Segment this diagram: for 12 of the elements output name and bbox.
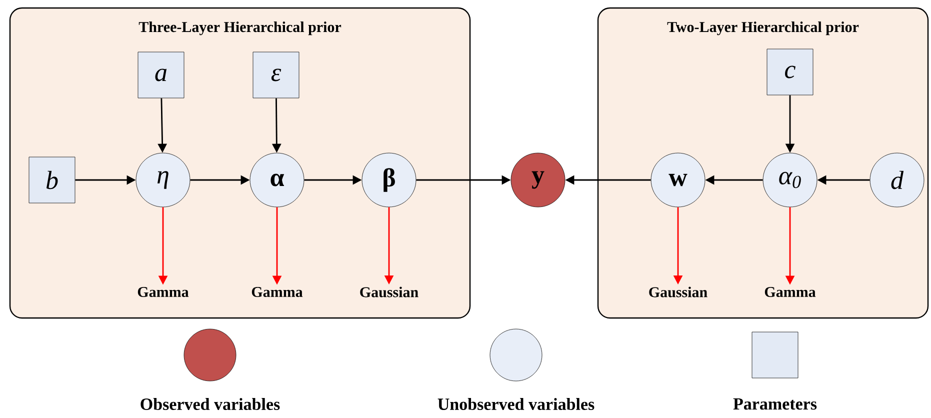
legend-label: Parameters [733, 398, 817, 410]
distribution-label: Gaussian [649, 286, 708, 298]
parameter-box: ε [252, 52, 300, 98]
legend-label: Observed variables [140, 398, 280, 410]
parameter-box: c [766, 48, 814, 96]
parameter-box: a [138, 52, 184, 98]
distribution-label: Gamma [138, 286, 189, 298]
distribution-label: Gamma [252, 286, 303, 298]
parameter-box: b [28, 156, 76, 204]
distribution-label: Gaussian [360, 286, 418, 298]
legend-label: Unobserved variables [438, 398, 594, 410]
distribution-label: Gamma [764, 286, 816, 298]
